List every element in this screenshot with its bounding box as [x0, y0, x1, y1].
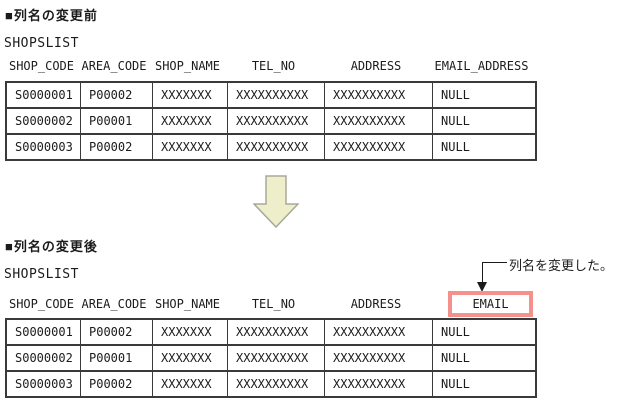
after-table-name-label: SHOPSLIST	[4, 267, 79, 282]
table-cell: XXXXXXX	[152, 372, 227, 396]
table-cell: P00002	[80, 320, 152, 344]
table-cell: XXXXXXXXXX	[324, 83, 432, 107]
table-row: S0000003 P00002 XXXXXXX XXXXXXXXXX XXXXX…	[7, 370, 535, 396]
before-table-header-row: SHOP_CODE AREA_CODE SHOP_NAME TEL_NO ADD…	[5, 57, 533, 75]
column-header: SHOP_NAME	[154, 297, 221, 311]
table-cell: NULL	[432, 346, 535, 370]
table-cell: XXXXXXX	[152, 346, 227, 370]
table-cell: S0000002	[15, 351, 73, 365]
renamed-column-highlight-box: EMAIL	[448, 291, 533, 317]
annotation-connector-line	[482, 262, 507, 263]
before-table-name-label: SHOPSLIST	[4, 36, 79, 51]
table-cell: XXXXXXX	[152, 83, 227, 107]
column-header: ADDRESS	[350, 59, 402, 73]
table-row: S0000003 P00002 XXXXXXX XXXXXXXXXX XXXXX…	[7, 133, 535, 159]
annotation-connector-line	[482, 262, 483, 283]
table-cell: XXXXXXXXXX	[227, 135, 324, 159]
table-cell: S0000003	[15, 140, 73, 154]
table-cell: XXXXXXXXXX	[227, 346, 324, 370]
table-cell: XXXXXXXXXX	[324, 109, 432, 133]
after-table-header-row: SHOP_CODE AREA_CODE SHOP_NAME TEL_NO ADD…	[5, 291, 533, 317]
table-cell: XXXXXXX	[152, 320, 227, 344]
table-cell: XXXXXXXXXX	[227, 109, 324, 133]
column-header: SHOP_NAME	[154, 59, 221, 73]
table-cell: XXXXXXXXXX	[324, 346, 432, 370]
table-cell: XXXXXXXXXX	[324, 135, 432, 159]
column-header: EMAIL_ADDRESS	[434, 59, 529, 73]
table-cell: XXXXXXXXXX	[227, 320, 324, 344]
before-table: S0000001 P00002 XXXXXXX XXXXXXXXXX XXXXX…	[5, 81, 537, 161]
table-row: S0000002 P00001 XXXXXXX XXXXXXXXXX XXXXX…	[7, 107, 535, 133]
column-header: AREA_CODE	[81, 297, 147, 311]
column-header: SHOP_CODE	[8, 59, 75, 73]
after-table: S0000001 P00002 XXXXXXX XXXXXXXXXX XXXXX…	[5, 318, 537, 398]
table-cell: XXXXXXXXXX	[324, 320, 432, 344]
table-cell: NULL	[432, 320, 535, 344]
table-cell: XXXXXXXXXX	[324, 372, 432, 396]
table-cell: S0000003	[15, 377, 73, 391]
column-header: TEL_NO	[251, 59, 296, 73]
annotation-arrowhead-icon	[477, 282, 487, 292]
table-cell: P00002	[80, 83, 152, 107]
annotation-label: 列名を変更した。	[509, 258, 614, 273]
table-cell: XXXXXXX	[152, 135, 227, 159]
table-cell: P00002	[80, 135, 152, 159]
table-row: S0000001 P00002 XXXXXXX XXXXXXXXXX XXXXX…	[7, 83, 535, 107]
before-section-title: ■列名の変更前	[5, 8, 98, 23]
column-header: ADDRESS	[350, 297, 402, 311]
table-cell: NULL	[432, 372, 535, 396]
after-section-title: ■列名の変更後	[5, 239, 98, 254]
column-header: EMAIL	[430, 291, 533, 317]
table-row: S0000002 P00001 XXXXXXX XXXXXXXXXX XXXXX…	[7, 344, 535, 370]
table-cell: S0000001	[15, 325, 73, 339]
table-cell: NULL	[432, 135, 535, 159]
table-cell: XXXXXXXXXX	[227, 83, 324, 107]
table-cell: XXXXXXXXXX	[227, 372, 324, 396]
table-cell: S0000002	[15, 114, 73, 128]
column-header: SHOP_CODE	[8, 297, 75, 311]
table-cell: NULL	[432, 83, 535, 107]
table-cell: S0000001	[15, 88, 73, 102]
column-header: TEL_NO	[251, 297, 296, 311]
table-cell: XXXXXXX	[152, 109, 227, 133]
table-cell: P00001	[80, 109, 152, 133]
table-cell: P00001	[80, 346, 152, 370]
table-cell: P00002	[80, 372, 152, 396]
down-arrow-icon	[253, 175, 299, 228]
table-cell: NULL	[432, 109, 535, 133]
column-header: AREA_CODE	[81, 59, 147, 73]
table-row: S0000001 P00002 XXXXXXX XXXXXXXXXX XXXXX…	[7, 320, 535, 344]
